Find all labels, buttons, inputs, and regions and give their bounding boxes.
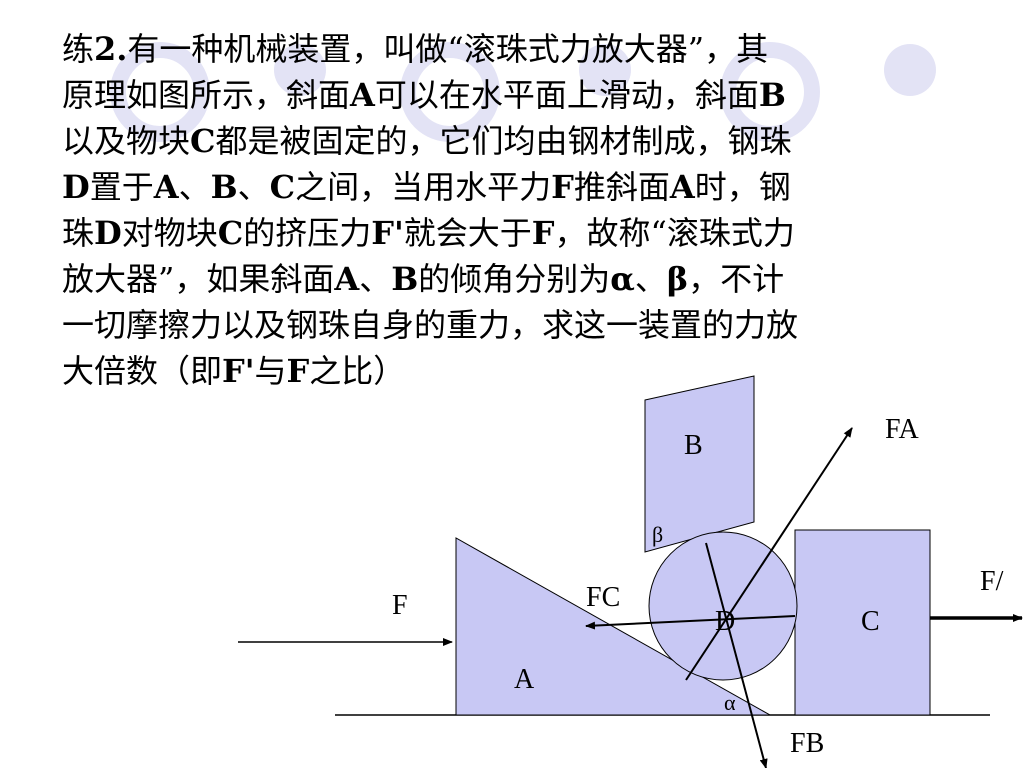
problem-text-segment: ，不计 (688, 260, 785, 298)
problem-text-segment: F (531, 214, 555, 252)
label-b: B (684, 430, 703, 461)
problem-text-segment: F (286, 352, 310, 390)
label-d: D (715, 606, 735, 637)
problem-text-segment: ，故称“滚珠式力 (554, 214, 795, 252)
problem-text-segment: B (210, 168, 238, 206)
problem-text-line: 大倍数（即F'与F之比） (62, 348, 992, 394)
problem-text-line: 原理如图所示，斜面A可以在水平面上滑动，斜面B (62, 72, 992, 118)
problem-text-line: 放大器”，如果斜面A、B的倾角分别为α、β，不计 (62, 256, 992, 302)
problem-text-segment: 都是被固定的，它们均由钢材制成，钢珠 (215, 122, 792, 160)
problem-text-segment: D (62, 168, 90, 206)
label-fa: FA (885, 414, 919, 445)
force-diagram: A B C D β α FA FB FC F F/ (238, 375, 1023, 768)
deco-dot (274, 44, 326, 96)
problem-text-segment: 之比） (309, 352, 406, 390)
problem-text-segment: 的挤压力 (243, 214, 372, 252)
background-decoration (110, 42, 936, 142)
problem-text-segment: D (94, 214, 122, 252)
problem-text-segment: F' (222, 352, 255, 390)
problem-text-segment: F (551, 168, 574, 206)
problem-text-segment: 、 (634, 260, 667, 298)
problem-text-segment: 有一种机械装置，叫做“滚珠式力放大器”，其 (127, 30, 769, 68)
problem-text-segment: 、 (237, 168, 270, 206)
problem-text-segment: A (669, 168, 695, 206)
label-alpha: α (724, 690, 736, 715)
problem-text-segment: β (666, 260, 689, 298)
problem-text-segment: 大倍数（即 (62, 352, 223, 390)
problem-text-segment: 推斜面 (573, 168, 670, 206)
label-a: A (514, 664, 535, 695)
problem-text-segment: B (391, 260, 419, 298)
label-f: F (392, 590, 408, 621)
label-c: C (861, 606, 880, 637)
problem-text-segment: C (269, 168, 296, 206)
label-beta: β (652, 522, 663, 547)
problem-text-segment: 可以在水平面上滑动，斜面 (374, 76, 759, 114)
problem-text-segment: α (610, 260, 635, 298)
problem-text-segment: 对物块 (121, 214, 218, 252)
problem-text-segment: 、 (359, 260, 392, 298)
label-fc: FC (586, 582, 620, 613)
problem-text-segment: A (350, 76, 375, 114)
problem-text-segment: 珠 (62, 214, 95, 252)
problem-text-segment: 以及物块 (62, 122, 191, 160)
deco-circle (720, 42, 820, 142)
problem-text-segment: 原理如图所示，斜面 (62, 76, 351, 114)
problem-text-segment: C (190, 122, 216, 160)
problem-text-segment: A (334, 260, 360, 298)
deco-dot (579, 44, 631, 96)
problem-text-line: 练2.有一种机械装置，叫做“滚珠式力放大器”，其 (62, 26, 992, 72)
force-fc-arrow (585, 615, 796, 630)
force-fb-arrow (705, 542, 768, 768)
problem-text-line: D置于A、B、C之间，当用水平力F推斜面A时，钢 (62, 164, 992, 210)
label-fb: FB (790, 728, 824, 759)
problem-text-segment: 练 (62, 30, 95, 68)
problem-text-line: 珠D对物块C的挤压力F'就会大于F，故称“滚珠式力 (62, 210, 992, 256)
problem-text-segment: 、 (178, 168, 211, 206)
problem-text-segment: C (217, 214, 244, 252)
force-fa-arrow (685, 427, 853, 681)
problem-text-segment: 之间，当用水平力 (295, 168, 552, 206)
problem-text-line: 以及物块C都是被固定的，它们均由钢材制成，钢珠 (62, 118, 992, 164)
problem-text-segment: F' (371, 214, 404, 252)
deco-circles-group (110, 42, 820, 142)
problem-text-segment: 就会大于 (403, 214, 532, 252)
problem-text-segment: 置于 (89, 168, 154, 206)
deco-dots-group (274, 44, 936, 96)
label-f-prime: F/ (980, 566, 1004, 597)
problem-text-segment: 一切摩擦力以及钢珠自身的重力，求这一装置的力放 (62, 306, 799, 344)
problem-text-line: 一切摩擦力以及钢珠自身的重力，求这一装置的力放 (62, 302, 992, 348)
problem-text-segment: A (153, 168, 179, 206)
deco-circle (400, 42, 500, 142)
problem-text-segment: 放大器”，如果斜面 (62, 260, 335, 298)
deco-dot (884, 44, 936, 96)
problem-text: 练2.有一种机械装置，叫做“滚珠式力放大器”，其原理如图所示，斜面A可以在水平面… (62, 26, 992, 394)
problem-text-segment: 与 (254, 352, 287, 390)
problem-text-segment: B (758, 76, 786, 114)
problem-text-segment: 2. (94, 30, 128, 68)
block-c (794, 529, 931, 716)
slope-b (644, 375, 755, 553)
problem-text-segment: 的倾角分别为 (418, 260, 611, 298)
deco-circle (110, 42, 210, 142)
problem-text-segment: 时，钢 (694, 168, 791, 206)
